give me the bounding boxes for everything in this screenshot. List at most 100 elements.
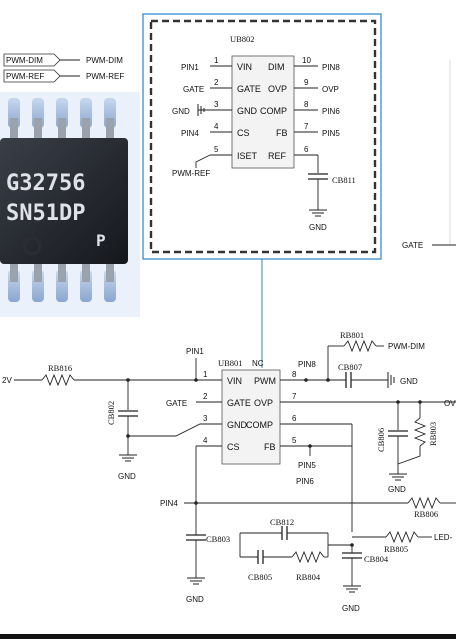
cb804-label: CB804 (364, 554, 389, 564)
cb803-label: CB803 (206, 534, 230, 544)
pin-name: VIN (237, 62, 252, 72)
gnd-label: GND (186, 595, 204, 604)
resistor-rb803 (413, 417, 427, 447)
ground-icon (387, 372, 395, 388)
gnd-label: GND (118, 472, 136, 481)
pin-number: 7 (304, 122, 309, 131)
pin-number: 5 (292, 436, 297, 445)
pin-name: GND (237, 106, 258, 116)
pin-name: CS (237, 128, 250, 138)
pin-number: 6 (292, 414, 297, 423)
pin-name: REF (268, 151, 287, 161)
gnd-label: GND (309, 223, 327, 232)
pin-number: 8 (292, 370, 297, 379)
net-label: GND (172, 107, 190, 116)
ub802-body (231, 55, 295, 169)
pin-number: 10 (302, 56, 311, 65)
rb806-label: RB806 (414, 509, 438, 519)
ub802-right-pins: 10 DIM PIN8 9 OVP OVP 8 COMP PIN6 7 FB P… (260, 56, 356, 232)
pin-name: FB (276, 128, 288, 138)
bottom-bar (0, 634, 456, 639)
net-label: PIN1 (181, 63, 199, 72)
pin-number: 2 (203, 392, 208, 401)
pin-number: 8 (304, 100, 309, 109)
net-label: PIN5 (322, 129, 340, 138)
pin-name: DIM (268, 62, 285, 72)
ground-icon (197, 104, 205, 116)
net-label: PIN6 (322, 107, 340, 116)
net-label: PIN8 (322, 63, 340, 72)
pin-number: 5 (214, 145, 219, 154)
pin-name: OVP (268, 84, 287, 94)
resistor-rb805 (385, 530, 419, 544)
cb812-label: CB812 (270, 517, 294, 527)
pin-name: GND (227, 420, 248, 430)
nc-label: NC (252, 359, 264, 368)
net-label: GATE (183, 85, 204, 94)
ground-icon (119, 454, 137, 462)
ub801-ref: UB801 (218, 358, 243, 368)
rb805-label: RB805 (384, 544, 408, 554)
tag-pwm-ref-group: PWM-REF PWM-REF (3, 69, 124, 83)
gnd-label: GND (388, 485, 406, 494)
pin-name: GATE (237, 84, 261, 94)
net-tag-shape (3, 69, 61, 83)
tag-pwm-dim-group: PWM-DIM PWM-DIM (3, 53, 123, 67)
gnd-label: GND (400, 377, 418, 386)
ub801-body (221, 369, 281, 465)
pin-number: 3 (214, 100, 219, 109)
cb805-label: CB805 (248, 572, 272, 582)
pin-number: 4 (203, 436, 208, 445)
net-tag-text: PWM-DIM (6, 56, 43, 65)
chip-marking-line3: P (96, 231, 106, 250)
pin-name: ISET (237, 151, 258, 161)
net-label: PWM-REF (172, 169, 210, 178)
pin5-net-label: PIN5 (298, 461, 316, 470)
chip-body (0, 138, 128, 264)
pin-name: VIN (227, 376, 242, 386)
rb801-label: RB801 (340, 330, 364, 340)
chip-photo: G32756 SN51DP P (0, 92, 140, 317)
rb803-label: RB803 (428, 422, 438, 446)
resistor-rb806 (407, 496, 441, 510)
resistor-rb804 (291, 550, 325, 564)
ground-icon (309, 209, 327, 217)
cb811-label: CB811 (332, 175, 356, 185)
gate-net-label: GATE (166, 399, 187, 408)
pin-name: COMP (260, 106, 287, 116)
pin-number: 9 (304, 78, 309, 87)
pin-number: 2 (214, 78, 219, 87)
pin-number: 1 (203, 370, 208, 379)
cb806-label: CB806 (376, 428, 386, 452)
rb804-label: RB804 (296, 572, 321, 582)
ovp-net-label: OV (444, 399, 456, 408)
pin1-dot-icon (22, 236, 42, 256)
resistor-rb816 (41, 373, 75, 387)
pin1-net-label: PIN1 (186, 347, 204, 356)
chip-marking-line1: G32756 (6, 171, 85, 196)
pwm-dim-label: PWM-DIM (388, 342, 425, 351)
pin-name: FB (264, 442, 276, 452)
pin8-net-label: PIN8 (298, 360, 316, 369)
pin-number: 7 (292, 392, 297, 401)
net-label: OVP (322, 85, 339, 94)
ub802-dashed-frame (149, 19, 377, 254)
ub802-left-pins: 1 VIN PIN1 2 GATE GATE 3 GND GND 4 CS PI… (172, 56, 261, 178)
pin-name: OVP (254, 398, 273, 408)
led-label: LED- (434, 533, 453, 542)
pin-name: PWM (254, 376, 276, 386)
cb802-label: CB802 (106, 401, 116, 425)
pin-number: 6 (304, 145, 309, 154)
gnd-label: GND (342, 604, 360, 613)
rb816-label: RB816 (48, 363, 72, 373)
gate-net-label: GATE (402, 241, 423, 250)
pin-number: 1 (214, 56, 219, 65)
net-tag-text: PWM-REF (6, 72, 44, 81)
pin4-net-label: PIN4 (160, 499, 178, 508)
net-label: PIN4 (181, 129, 199, 138)
ground-icon (187, 577, 205, 585)
vin-label: 2V (2, 376, 12, 385)
pin-name: COMP (246, 420, 273, 430)
net-label: PWM-DIM (86, 56, 123, 65)
